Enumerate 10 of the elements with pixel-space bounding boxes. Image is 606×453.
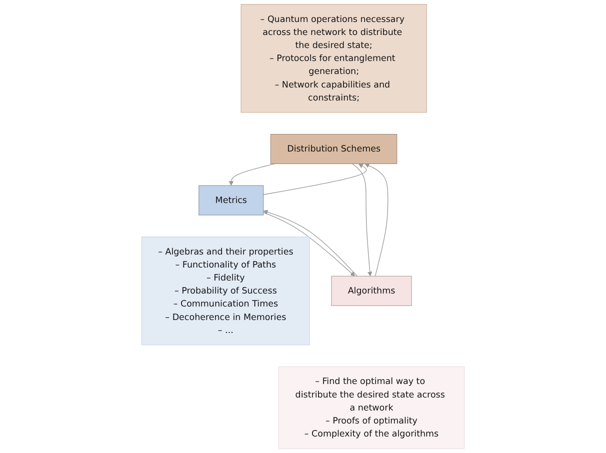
arrow — [263, 164, 367, 195]
node-box: – Quantum operations necessary across the network to distribute the desired state; – Protocols for entanglement generation; – Network capabilities and constraints; — [240, 4, 427, 113]
node-box: Metrics — [198, 185, 264, 216]
node-box: Algorithms — [331, 276, 412, 306]
arrow — [352, 163, 372, 276]
arrow — [228, 163, 276, 186]
arrow — [364, 163, 388, 276]
node-box: – Algebras and their properties – Functionality of Paths – Fidelity – Probability of Success – Communication Times – Decoherence in Memories – ... — [141, 236, 310, 346]
node-box: – Find the optimal way to distribute the desired state across a network – Proofs of optimality – Complexity of the algorithms — [278, 366, 465, 449]
node-box: Distribution Schemes — [270, 134, 398, 164]
